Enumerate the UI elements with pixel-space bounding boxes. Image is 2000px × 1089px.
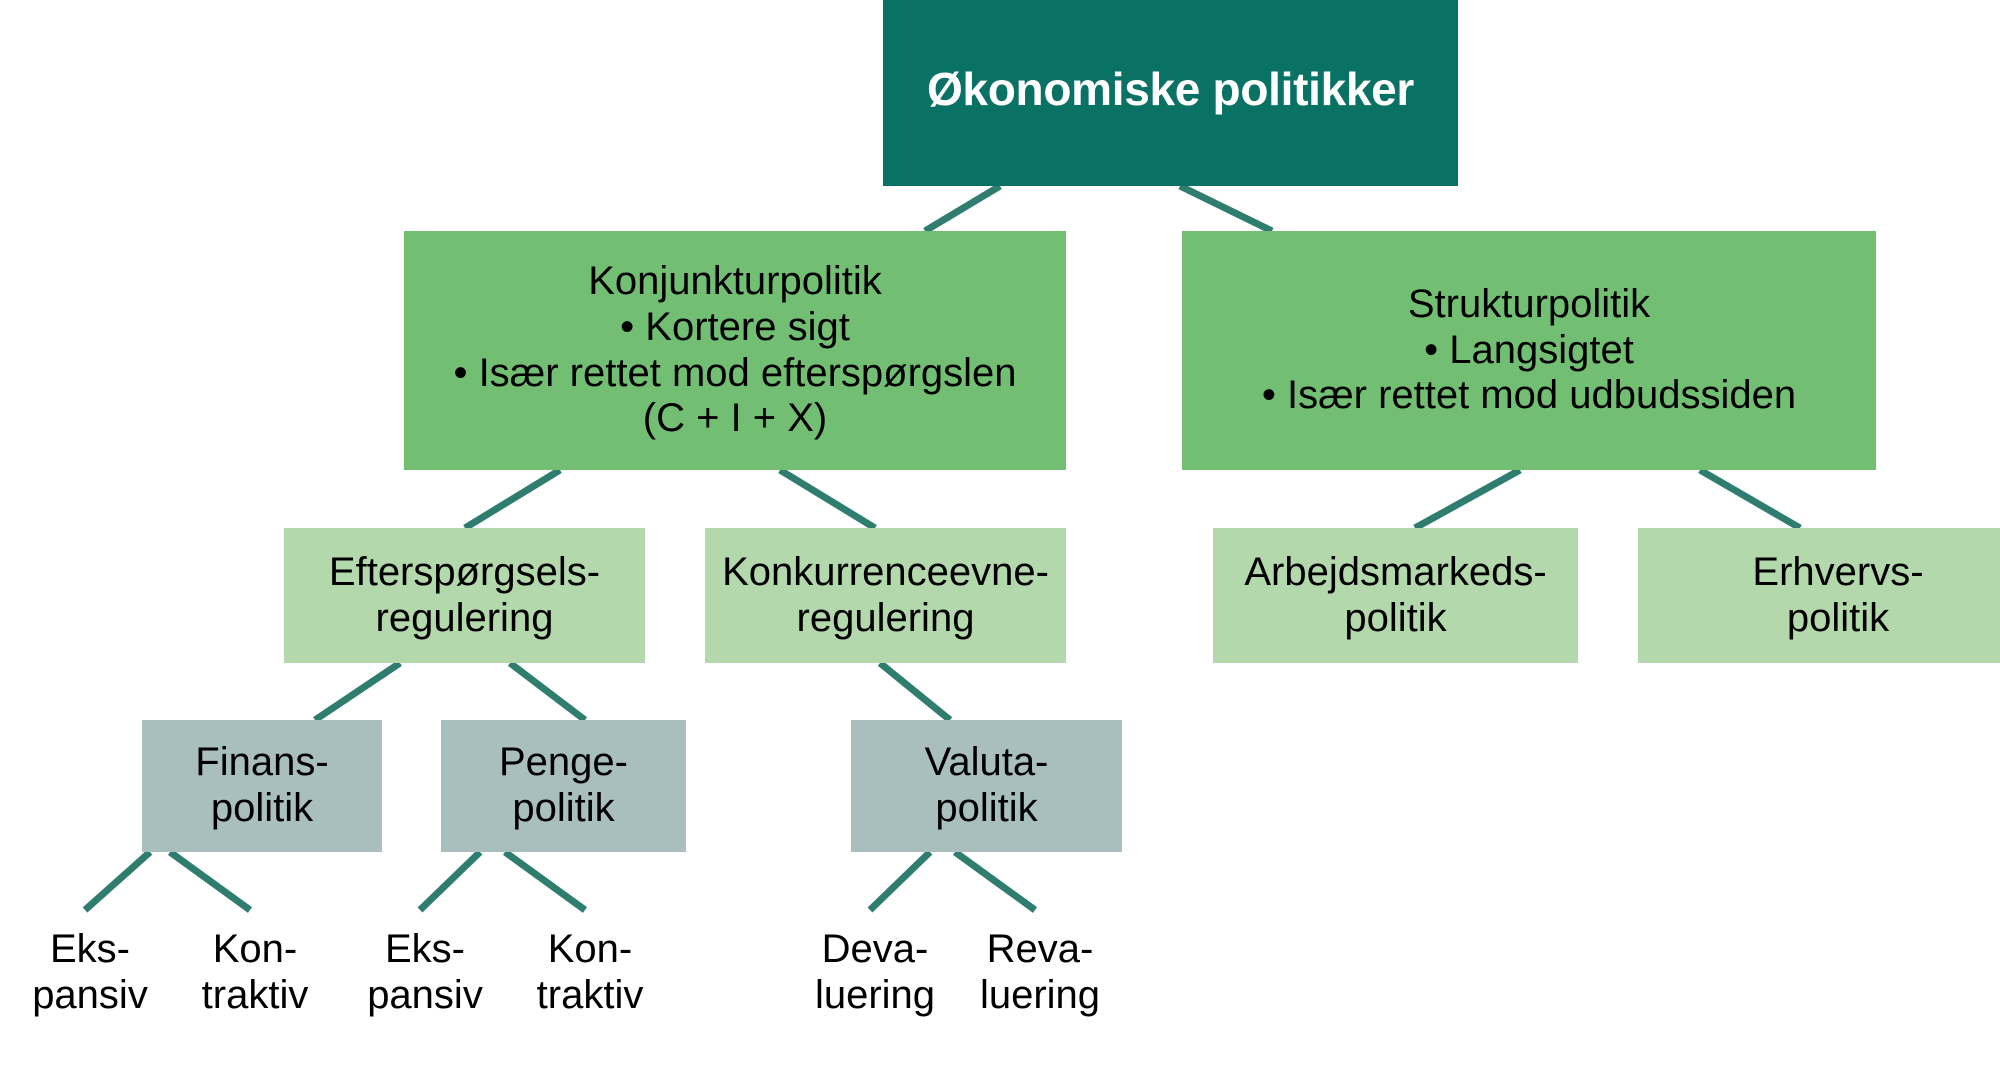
node-efterspoergselsregulering-line2: regulering (375, 595, 554, 640)
node-valutapolitik-line2: politik (935, 786, 1038, 830)
node-penge-ekspansiv-line2: pansiv (367, 973, 483, 1017)
node-finans-ekspansiv[interactable]: Eks- pansiv (0, 918, 180, 1028)
node-erhvervspolitik[interactable]: Erhvervs- politik (1638, 528, 2000, 663)
node-konjunkturpolitik-bullet-2: • Især rettet mod efterspørgslen (453, 350, 1017, 395)
node-strukturpolitik-heading: Strukturpolitik (1407, 282, 1651, 327)
edge-efterspoergsel-to-penge (507, 660, 588, 723)
node-konjunkturpolitik-heading: Konjunkturpolitik (588, 259, 882, 304)
node-efterspoergselsregulering-line1: Efterspørgsels- (328, 549, 601, 594)
node-arbejdsmarkedspolitik-line2: politik (1344, 595, 1447, 640)
node-pengepolitik-line2: politik (512, 786, 615, 830)
node-penge-kontraktiv-line2: traktiv (536, 973, 644, 1017)
edge-finans-to-ekspansiv (82, 849, 153, 913)
node-valuta-revaluering[interactable]: Reva- luering (950, 918, 1130, 1028)
node-finans-kontraktiv[interactable]: Kon- traktiv (165, 918, 345, 1028)
node-valuta-devaluering-line1: Deva- (821, 927, 929, 972)
node-efterspoergselsregulering[interactable]: Efterspørgsels- regulering (284, 528, 645, 663)
node-valuta-revaluering-line1: Reva- (986, 927, 1094, 972)
node-konkurrenceevneregulering[interactable]: Konkurrenceevne- regulering (705, 528, 1066, 663)
node-valutapolitik-line1: Valuta- (924, 740, 1049, 785)
edge-struktur-to-erhverv (1698, 466, 1802, 532)
edge-efterspoergsel-to-finans (313, 660, 402, 723)
node-finanspolitik-line1: Finans- (195, 740, 329, 785)
node-konjunkturpolitik[interactable]: Konjunkturpolitik • Kortere sigt • Især … (404, 231, 1066, 470)
node-konkurrenceevneregulering-line1: Konkurrenceevne- (722, 549, 1049, 594)
node-erhvervspolitik-line1: Erhvervs- (1752, 549, 1924, 594)
node-valutapolitik[interactable]: Valuta- politik (851, 720, 1122, 852)
node-pengepolitik[interactable]: Penge- politik (441, 720, 686, 852)
node-root-okonomiske-politikker[interactable]: Økonomiske politikker (883, 0, 1458, 186)
edge-penge-to-kontraktiv (502, 849, 588, 913)
node-konjunkturpolitik-bullet-3: (C + I + X) (642, 396, 828, 441)
node-pengepolitik-line1: Penge- (499, 740, 628, 785)
node-finans-ekspansiv-line1: Eks- (50, 927, 130, 972)
node-valuta-revaluering-line2: luering (979, 973, 1101, 1017)
edge-penge-to-ekspansiv (417, 849, 483, 913)
node-penge-ekspansiv-line1: Eks- (385, 927, 465, 972)
edge-valuta-to-devaluering (867, 849, 933, 913)
node-erhvervspolitik-line2: politik (1786, 595, 1890, 640)
edge-valuta-to-revaluering (952, 849, 1038, 913)
node-arbejdsmarkedspolitik[interactable]: Arbejdsmarkeds- politik (1213, 528, 1578, 663)
node-finans-ekspansiv-line2: pansiv (32, 973, 148, 1017)
node-penge-ekspansiv[interactable]: Eks- pansiv (335, 918, 515, 1028)
node-valuta-devaluering[interactable]: Deva- luering (785, 918, 965, 1028)
edge-konkurrenceevne-to-valuta (877, 660, 953, 723)
node-penge-kontraktiv-line1: Kon- (547, 927, 633, 972)
node-finanspolitik[interactable]: Finans- politik (142, 720, 382, 852)
node-arbejdsmarkedspolitik-line1: Arbejdsmarkeds- (1244, 549, 1547, 594)
node-root-label: Økonomiske politikker (926, 62, 1415, 115)
edge-finans-to-kontraktiv (167, 849, 253, 913)
node-strukturpolitik-bullet-2: • Især rettet mod udbudssiden (1261, 373, 1797, 418)
edge-konjunktur-to-efterspoergsel (463, 467, 562, 531)
node-finans-kontraktiv-line2: traktiv (201, 973, 309, 1017)
edge-konjunktur-to-konkurrenceevne (778, 467, 877, 531)
node-konkurrenceevneregulering-line2: regulering (796, 595, 975, 640)
node-penge-kontraktiv[interactable]: Kon- traktiv (500, 918, 680, 1028)
node-strukturpolitik[interactable]: Strukturpolitik • Langsigtet • Især rett… (1182, 231, 1876, 470)
edge-struktur-to-arbejdsmarked (1413, 466, 1522, 532)
node-konjunkturpolitik-bullet-1: • Kortere sigt (620, 304, 850, 349)
node-finanspolitik-line2: politik (210, 786, 314, 830)
node-finans-kontraktiv-line1: Kon- (212, 927, 298, 972)
edge-root-to-konjunkturpolitik (923, 182, 1002, 235)
edge-root-to-strukturpolitik (1178, 182, 1274, 235)
node-strukturpolitik-bullet-1: • Langsigtet (1424, 327, 1634, 372)
node-valuta-devaluering-line2: luering (814, 973, 936, 1017)
